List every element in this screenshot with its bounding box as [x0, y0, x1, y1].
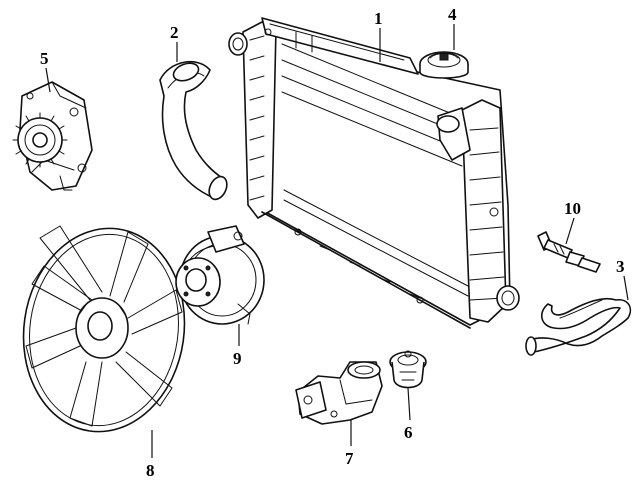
fan-clutch-icon[interactable] [175, 225, 265, 325]
radiator-cap-icon[interactable] [419, 51, 469, 79]
radiator-icon[interactable] [228, 17, 520, 329]
upper-hose-icon[interactable] [159, 60, 230, 202]
callout-1: 1 [374, 9, 383, 28]
callout-6: 6 [404, 423, 413, 442]
callout-2: 2 [170, 23, 179, 42]
water-pump-icon[interactable] [12, 81, 93, 191]
thermostat-icon[interactable] [389, 350, 427, 389]
callout-labels: 1 2 3 4 5 6 7 8 9 10 [40, 5, 625, 480]
temperature-sensor-icon[interactable] [537, 231, 601, 273]
callout-5: 5 [40, 49, 49, 68]
callout-8: 8 [146, 461, 155, 480]
callout-9: 9 [233, 349, 242, 368]
lower-hose-icon[interactable] [525, 297, 632, 356]
fan-blade-icon[interactable] [11, 218, 198, 442]
leader-lines [45, 24, 629, 458]
thermostat-housing-icon[interactable] [295, 361, 383, 425]
callout-10: 10 [564, 199, 581, 218]
callout-3: 3 [616, 257, 625, 276]
callout-4: 4 [448, 5, 457, 24]
callout-7: 7 [345, 449, 354, 468]
